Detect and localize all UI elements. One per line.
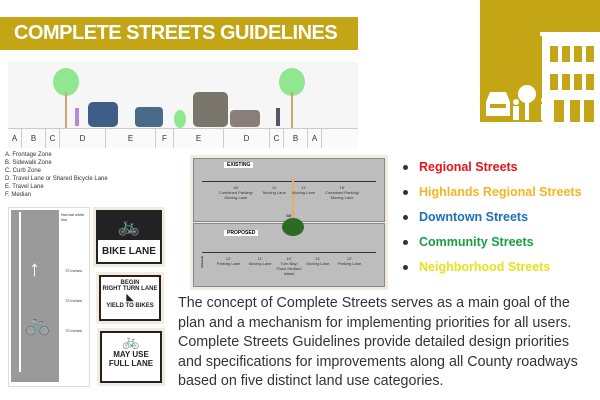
- sidewalk-label: Sidewalk: [200, 255, 205, 269]
- street-section-illustration: A B C D E F E D C B A: [8, 62, 358, 148]
- zone-label: F: [156, 129, 174, 148]
- lane-width: 11': [271, 185, 277, 190]
- lane: 11'Moving Lane: [260, 185, 289, 200]
- lane: 11'Moving Lane: [245, 256, 275, 276]
- legend-item: A. Frontage Zone: [5, 152, 52, 158]
- lane-label: Moving Lane: [306, 261, 330, 266]
- lane-width: 11': [301, 185, 307, 190]
- proposed-lanes: 12'Parking Lane 11'Moving Lane 10'Turn B…: [212, 256, 366, 276]
- lane-label: Parking Lane: [216, 261, 241, 266]
- zone-label: D: [224, 129, 270, 148]
- lane-width: 11': [257, 256, 263, 261]
- sign-text: RIGHT TURN LANE: [102, 286, 158, 292]
- zone-label: E: [106, 129, 156, 148]
- proposed-label: PROPOSED: [224, 230, 259, 236]
- dimension-label: 72 inches: [65, 298, 83, 303]
- lane-width: 10': [286, 256, 292, 261]
- bicycle-icon: 🚲: [25, 314, 50, 336]
- zone-label: C: [270, 129, 284, 148]
- lane-label: Moving Lane: [292, 190, 316, 195]
- lane-width: 18': [233, 185, 239, 190]
- lane-width: 12': [346, 256, 353, 261]
- zone-label: D: [60, 129, 106, 148]
- white-line: [19, 212, 21, 372]
- existing-section: EXISTING 18'Combined Parking/ Moving Lan…: [193, 158, 385, 222]
- zone-label: A: [8, 129, 22, 148]
- arrow-up-icon: ↑: [29, 256, 40, 281]
- bicycle-icon: 🚲: [98, 212, 160, 240]
- cross-section-diagram: EXISTING 18'Combined Parking/ Moving Lan…: [190, 155, 388, 290]
- zone-label: E: [174, 129, 224, 148]
- tree-icon: [282, 218, 304, 236]
- sign-face: 🚲 BIKE LANE: [96, 210, 162, 264]
- lane-width: 11': [315, 256, 321, 261]
- zone-label: B: [284, 129, 308, 148]
- sign-text: MAY USE: [113, 350, 149, 359]
- sign-text: BIKE LANE: [102, 246, 156, 257]
- bicycle-icon: 🚲: [122, 333, 140, 349]
- lane-label: Combined Parking/ Moving Lane: [325, 190, 360, 200]
- legend-item: B. Sidewalk Zone: [5, 160, 52, 166]
- lane-width: 12': [225, 256, 232, 261]
- zone-label: A: [308, 129, 322, 148]
- zone-labels: A B C D E F E D C B A: [8, 128, 358, 148]
- lane: 10'Turn Bay/ Flush Median/ Island: [275, 256, 303, 276]
- lane: 11'Moving Lane: [303, 256, 333, 276]
- street-type-downtown: Downtown Streets: [400, 210, 582, 235]
- street-type-regional: Regional Streets: [400, 160, 582, 185]
- page-title: COMPLETE STREETS GUIDELINES: [0, 17, 358, 50]
- proposed-section: PROPOSED 12'Parking Lane 11'Moving Lane …: [193, 218, 385, 287]
- curb-line: [202, 252, 376, 253]
- street-type-community: Community Streets: [400, 235, 582, 260]
- lane: 12'Parking Lane: [212, 256, 245, 276]
- sign-text: YIELD TO BIKES: [106, 303, 154, 309]
- legend-item: D. Travel Lane or Shared Bicycle Lane: [5, 176, 108, 182]
- lane-label: Moving Lane: [262, 190, 286, 195]
- curb-line: [202, 181, 376, 182]
- lane: 18'Combined Parking/ Moving Lane: [212, 185, 260, 200]
- sign-text: BEGIN: [120, 280, 140, 286]
- dimension-label: 72 inches: [65, 328, 83, 333]
- lane-label: Moving Lane: [248, 261, 272, 266]
- existing-label: EXISTING: [224, 162, 254, 168]
- line-label: Normal white line: [61, 212, 85, 222]
- lane: 11'Moving Lane: [289, 185, 318, 200]
- total-width: 58': [286, 213, 292, 218]
- legend-item: F. Median: [5, 192, 32, 198]
- center-line: [292, 179, 294, 219]
- lane: 12'Parking Lane: [333, 256, 366, 276]
- street-type-highlands-regional: Highlands Regional Streets: [400, 185, 582, 210]
- existing-lanes: 18'Combined Parking/ Moving Lane 11'Movi…: [212, 185, 366, 200]
- sign-text: FULL LANE: [108, 359, 154, 368]
- legend-item: C. Curb Zone: [5, 168, 42, 174]
- lane-label: Parking Lane: [337, 261, 362, 266]
- turn-arrow-icon: ◣: [126, 292, 134, 302]
- lane-label: Turn Bay/ Flush Median/ Island: [276, 261, 302, 276]
- lane-width: 18': [339, 185, 345, 190]
- lane: 18'Combined Parking/ Moving Lane: [318, 185, 366, 200]
- bike-lane-sign: 🚲 BIKE LANE: [93, 207, 165, 267]
- legend-item: E. Travel Lane: [5, 184, 44, 190]
- dimension-label: 72 inches: [65, 268, 83, 273]
- description-text: The concept of Complete Streets serves a…: [178, 295, 578, 389]
- bike-lane-diagram: ↑ 🚲 Normal white line 72 inches 72 inche…: [8, 207, 90, 387]
- zone-label: C: [46, 129, 60, 148]
- zone-legend: A. Frontage Zone B. Sidewalk Zone C. Cur…: [5, 151, 108, 199]
- lane-label: Combined Parking/ Moving Lane: [218, 190, 253, 200]
- streetscape-logo-icon: [480, 0, 600, 122]
- street-type-neighborhood: Neighborhood Streets: [400, 260, 582, 285]
- street-type-list: Regional Streets Highlands Regional Stre…: [400, 160, 582, 285]
- zone-label: B: [22, 129, 46, 148]
